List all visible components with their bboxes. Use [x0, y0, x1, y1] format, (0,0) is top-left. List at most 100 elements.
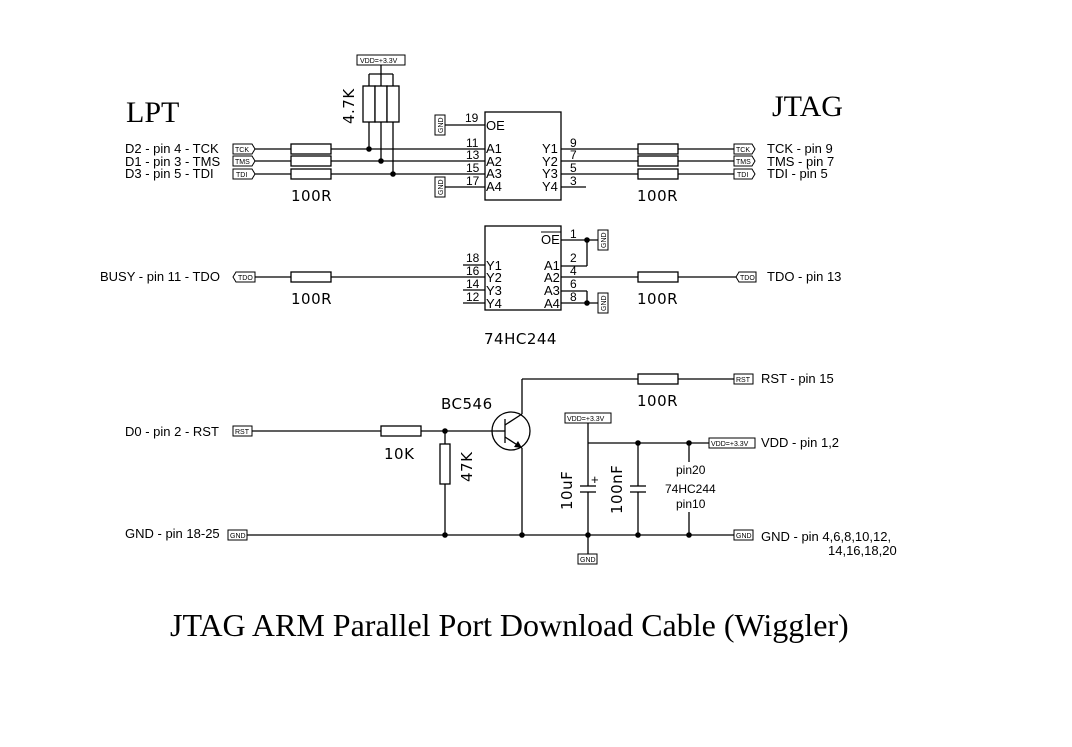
jtag-tms-label: TMS - pin 7: [767, 154, 834, 169]
svg-text:RST: RST: [736, 377, 751, 384]
tck-flag-lpt: [232, 143, 256, 155]
svg-text:VDD=+3.3V: VDD=+3.3V: [567, 416, 605, 423]
bias-resistor: [439, 443, 451, 485]
tdi-flag-jtag: [733, 168, 756, 180]
svg-text:6: 6: [570, 277, 577, 291]
bias-resistor-value: 47K: [458, 451, 476, 482]
svg-text:3: 3: [570, 174, 577, 188]
gnd-flag-a-bottom: [597, 292, 609, 314]
series-resistor-tck-out: [637, 143, 679, 155]
buffer-ic-top-body: [484, 111, 562, 201]
pullup-value: 4.7K: [340, 88, 358, 124]
lpt-gnd-label: GND - pin 18-25: [125, 526, 220, 541]
svg-text:A2: A2: [486, 154, 502, 169]
svg-text:TCK: TCK: [736, 147, 750, 154]
svg-text:RST: RST: [235, 429, 250, 436]
svg-text:GND: GND: [438, 179, 445, 195]
tdi-flag-lpt: [232, 168, 256, 180]
gnd-flag-oe-bottom: [597, 229, 609, 251]
series-resistor-tck-in: [290, 143, 332, 155]
pullup-resistor-1: [362, 85, 376, 123]
svg-text:OE: OE: [541, 232, 560, 247]
svg-text:Y3: Y3: [542, 166, 558, 181]
svg-text:A1: A1: [544, 258, 560, 273]
svg-text:17: 17: [466, 174, 480, 188]
svg-text:2: 2: [570, 251, 577, 265]
svg-text:TMS: TMS: [736, 159, 751, 166]
svg-text:Y1: Y1: [486, 258, 502, 273]
power-network: VDD=+3.3V VDD=+3.3V VDD - pin 1,2 + 10uF…: [125, 412, 897, 565]
svg-text:13: 13: [466, 148, 480, 162]
busy-label: BUSY - pin 11 - TDO: [100, 269, 220, 284]
gnd-flag-jtag: [733, 529, 754, 541]
svg-text:Y2: Y2: [486, 270, 502, 285]
series-resistor-tdi-in: [290, 168, 332, 180]
svg-text:TMS: TMS: [235, 159, 250, 166]
svg-text:100R: 100R: [637, 290, 678, 308]
jtag-heading: JTAG: [772, 90, 843, 123]
tms-flag-lpt: [232, 155, 256, 167]
svg-text:Y3: Y3: [486, 283, 502, 298]
ic-part-label: 74HC244: [484, 330, 557, 348]
vdd-flag-label: VDD=+3.3V: [360, 58, 398, 65]
jtag-rst-label: RST - pin 15: [761, 371, 834, 386]
svg-text:TCK: TCK: [235, 147, 249, 154]
svg-text:1: 1: [570, 227, 577, 241]
svg-text:16: 16: [466, 264, 480, 278]
svg-text:18: 18: [466, 251, 480, 265]
jtag-tdo-label: TDO - pin 13: [767, 269, 841, 284]
svg-text:4: 4: [570, 264, 577, 278]
jtag-gnd-label-1: GND - pin 4,6,8,10,12,: [761, 529, 891, 544]
jtag-vdd-label: VDD - pin 1,2: [761, 435, 839, 450]
lpt-input-nets: D2 - pin 4 - TCK D1 - pin 3 - TMS D3 - p…: [125, 141, 485, 205]
svg-text:Y2: Y2: [542, 154, 558, 169]
series-value-out: 100R: [637, 187, 678, 205]
svg-text:+: +: [591, 472, 599, 487]
reset-circuit: D0 - pin 2 - RST RST 10K 47K BC546 100R …: [125, 371, 834, 538]
buffer-ic-bottom-body: [484, 225, 562, 311]
rst-flag-jtag: [733, 373, 754, 385]
tdo-flag-jtag: [735, 271, 757, 283]
svg-text:GND: GND: [601, 232, 608, 248]
series-resistor-tms-out: [637, 155, 679, 167]
svg-text:pin10: pin10: [676, 497, 706, 511]
svg-text:OE: OE: [486, 118, 505, 133]
gnd-flag-cap: [577, 553, 598, 565]
d1-label: D1 - pin 3 - TMS: [125, 154, 220, 169]
svg-text:19: 19: [465, 111, 479, 125]
jtag-tdi-label: TDI - pin 5: [767, 166, 828, 181]
svg-text:GND: GND: [580, 557, 596, 564]
svg-text:15: 15: [466, 161, 480, 175]
decouple-cap-value: 100nF: [608, 465, 626, 514]
svg-text:GND: GND: [736, 533, 752, 540]
vdd-flag-jtag: [708, 437, 756, 449]
buffer-ic-top: GND 19 OE 11 13 15 17 A1 A2 A3 A4 GND Y1…: [434, 111, 638, 201]
svg-text:TDO: TDO: [740, 275, 755, 282]
svg-text:8: 8: [570, 290, 577, 304]
svg-text:12: 12: [466, 290, 480, 304]
svg-text:Y1: Y1: [542, 141, 558, 156]
jtag-tck-label: TCK - pin 9: [767, 141, 833, 156]
svg-text:GND: GND: [601, 295, 608, 311]
svg-text:Y4: Y4: [486, 296, 502, 311]
svg-text:A2: A2: [544, 270, 560, 285]
series-resistor-tdo-jtag: [637, 271, 679, 283]
svg-text:TDI: TDI: [236, 172, 247, 179]
svg-text:TDO: TDO: [238, 275, 253, 282]
svg-text:pin20: pin20: [676, 463, 706, 477]
svg-text:100R: 100R: [291, 290, 332, 308]
series-resistor-tdi-out: [637, 168, 679, 180]
pullup-resistor-2: [374, 85, 388, 123]
tck-flag-jtag: [733, 143, 756, 155]
svg-text:A3: A3: [486, 166, 502, 181]
base-resistor-value: 10K: [384, 445, 415, 463]
svg-text:100R: 100R: [637, 392, 678, 410]
buffer-ic-bottom: OE 1 GND 2 4 6 8 A1 A2 A3 A4 GND Y1 Y2 Y…: [463, 225, 609, 348]
svg-text:7: 7: [570, 148, 577, 162]
svg-text:74HC244: 74HC244: [665, 482, 716, 496]
svg-text:14: 14: [466, 277, 480, 291]
rst-series-resistor: [637, 373, 679, 385]
series-resistor-tms-in: [290, 155, 332, 167]
